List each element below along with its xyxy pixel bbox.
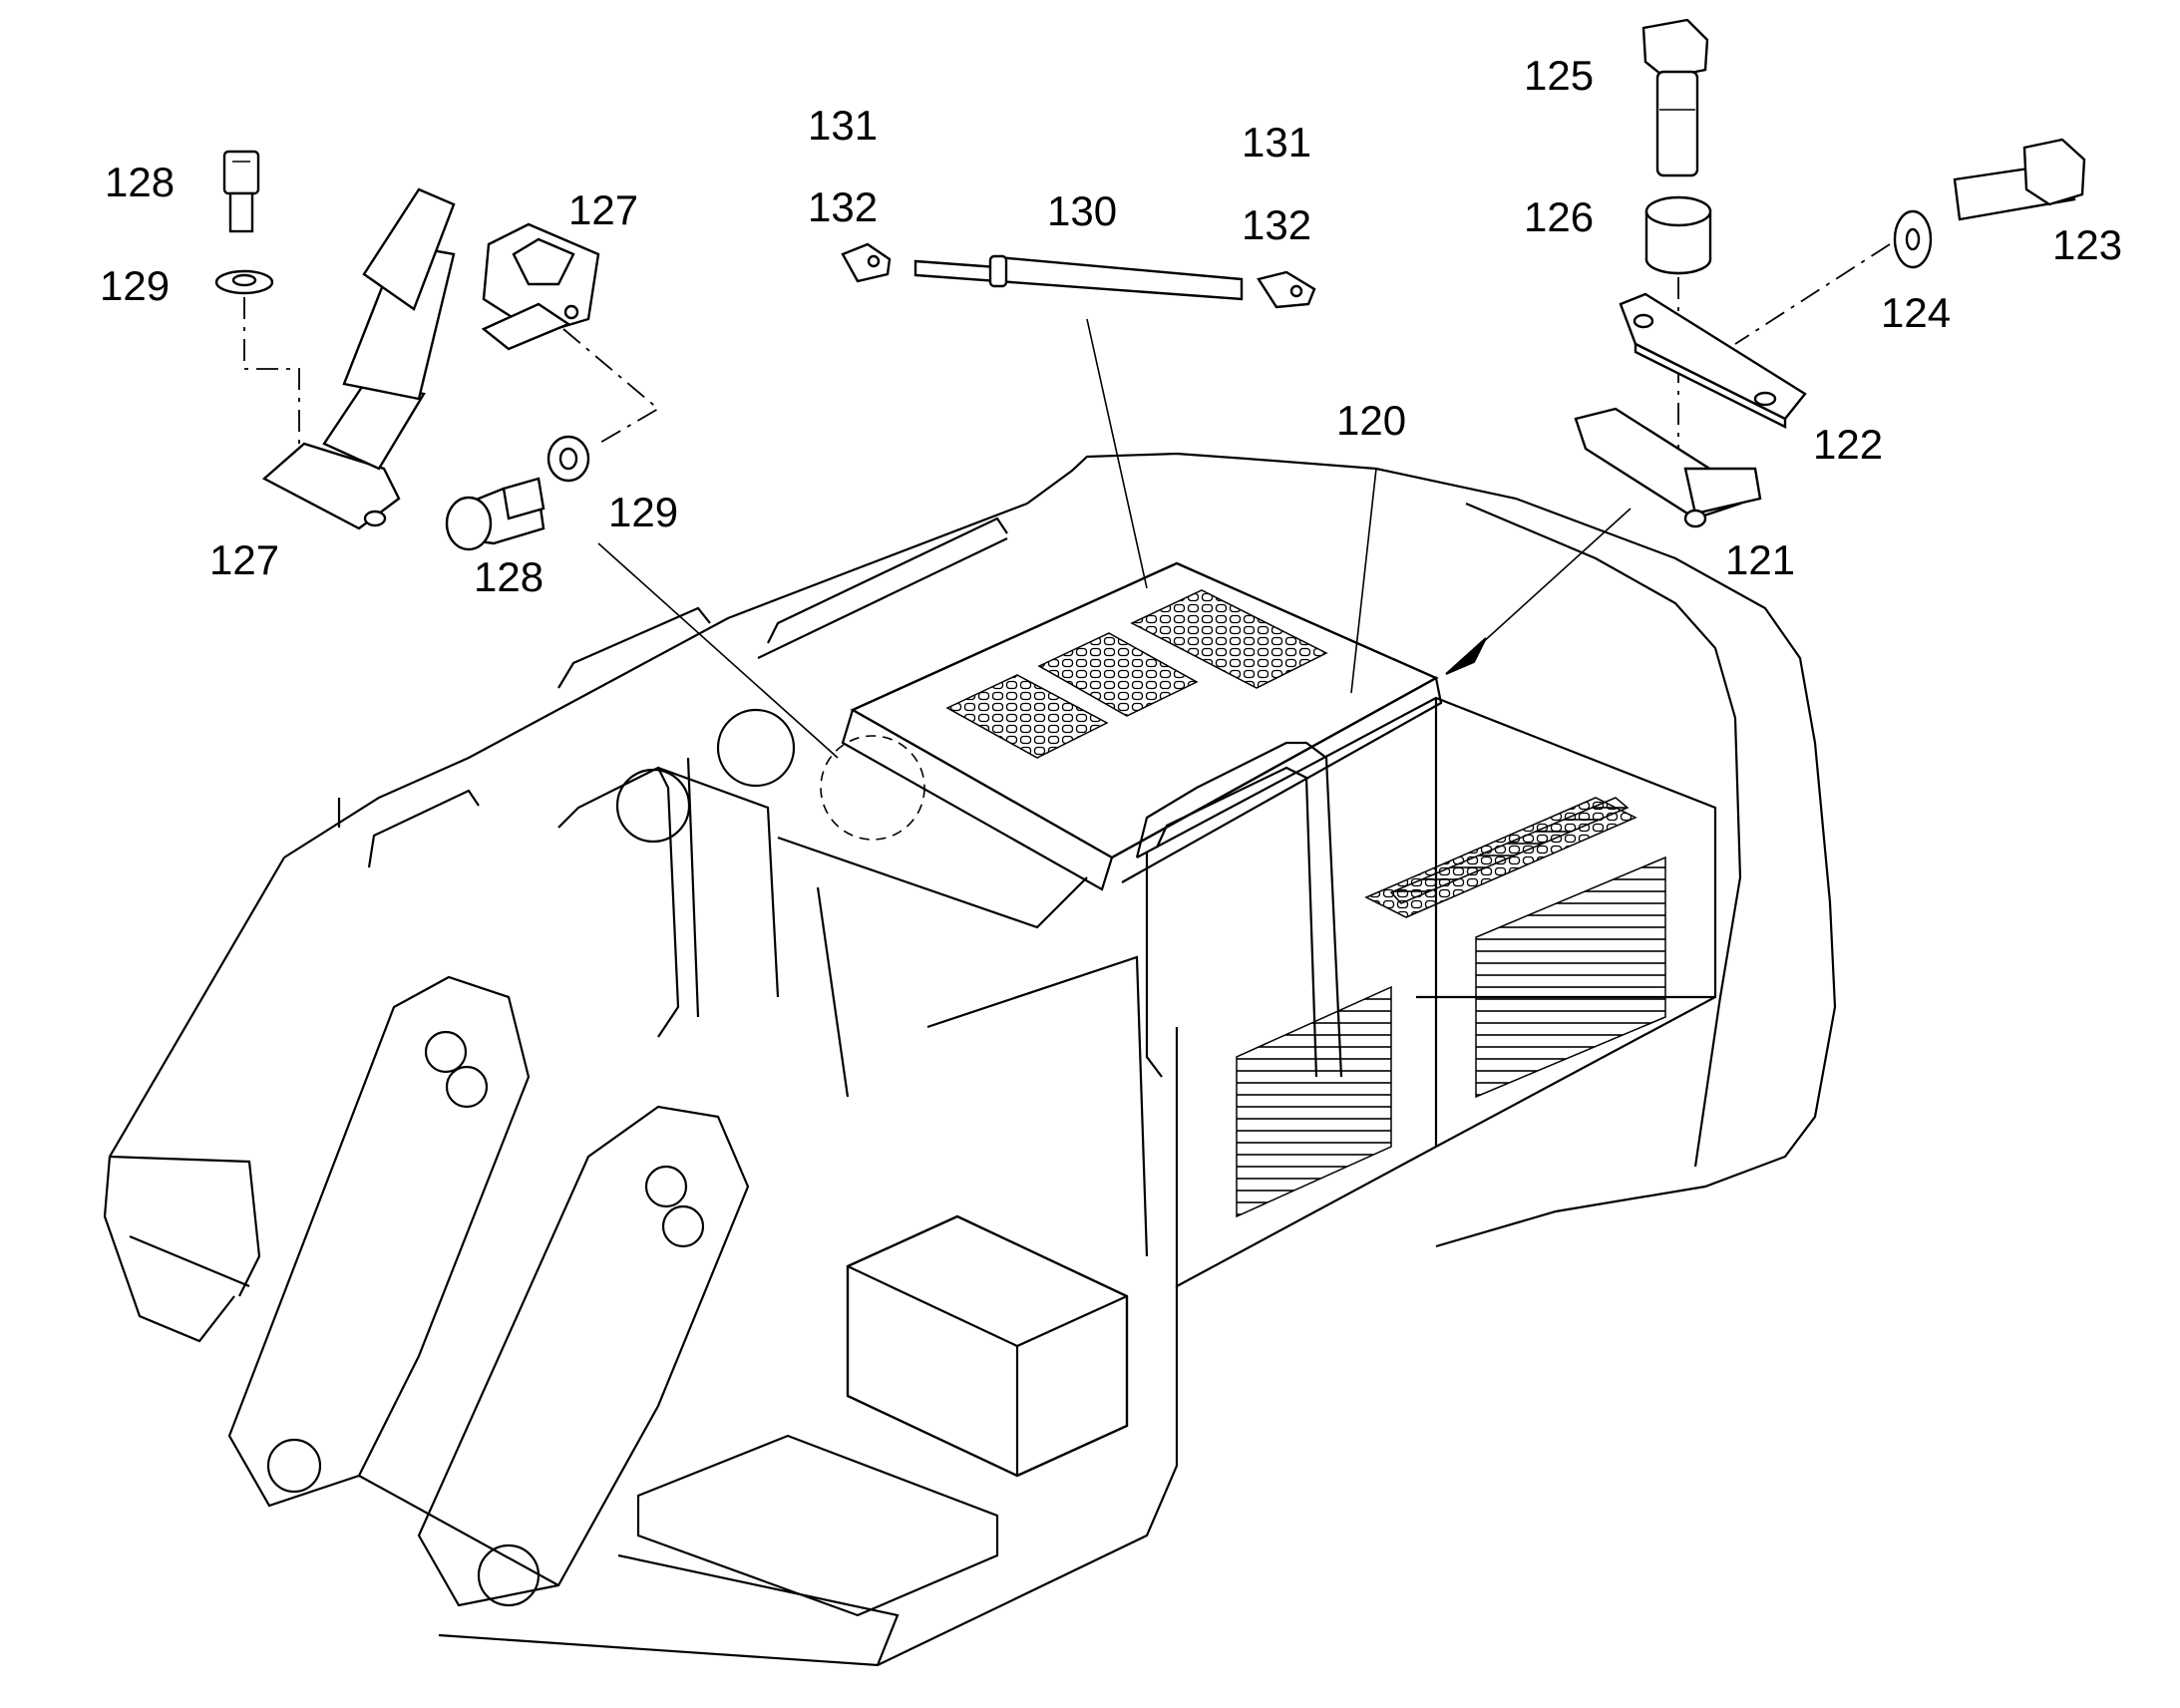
part-129-washer-top — [214, 269, 274, 295]
part-132-clip-right — [1257, 270, 1316, 309]
leader-lines — [597, 318, 1632, 759]
callout-129-top: 129 — [100, 262, 170, 309]
part-125-bolt — [1641, 18, 1709, 177]
part-121-latch-plate — [1574, 407, 1762, 528]
callout-123: 123 — [2052, 221, 2122, 268]
part-127-latch-hook — [261, 187, 456, 530]
callout-127-top: 127 — [568, 186, 638, 233]
callout-122: 122 — [1813, 421, 1883, 468]
part-126-bushing — [1644, 195, 1712, 275]
part-127-latch-catch — [481, 222, 600, 351]
callout-labels: 125 126 123 124 122 121 120 131 131 132 … — [100, 52, 2122, 600]
part-123-bolt — [1953, 138, 2086, 221]
callout-128-bottom: 128 — [474, 553, 544, 600]
callout-126: 126 — [1524, 193, 1594, 240]
assembly-line-123 — [1734, 243, 1891, 345]
callout-127-bottom: 127 — [209, 536, 279, 583]
part-122-bracket — [1619, 292, 1807, 429]
part-129-washer-middle — [546, 435, 590, 483]
callout-130: 130 — [1047, 187, 1117, 234]
callout-131-right: 131 — [1242, 119, 1311, 166]
detail-circle-latch — [820, 735, 925, 841]
part-124-washer — [1893, 209, 1933, 269]
callout-120: 120 — [1336, 397, 1406, 444]
part-128-screw-top — [222, 150, 260, 233]
callout-131-left: 131 — [808, 102, 878, 149]
callout-129-bottom: 129 — [608, 489, 678, 535]
callout-132-left: 132 — [808, 183, 878, 230]
excavator-upper-structure — [103, 452, 1837, 1667]
callout-132-right: 132 — [1242, 201, 1311, 248]
callout-124: 124 — [1881, 289, 1951, 336]
part-132-clip-left — [841, 242, 892, 283]
assembly-line-128 — [243, 297, 300, 454]
callout-125: 125 — [1524, 52, 1594, 99]
callout-121: 121 — [1725, 536, 1795, 583]
callout-128-top: 128 — [105, 159, 175, 205]
part-128-screw-middle — [445, 477, 545, 551]
assembly-line-127 — [562, 328, 660, 445]
part-130-gas-strut — [913, 254, 1244, 301]
